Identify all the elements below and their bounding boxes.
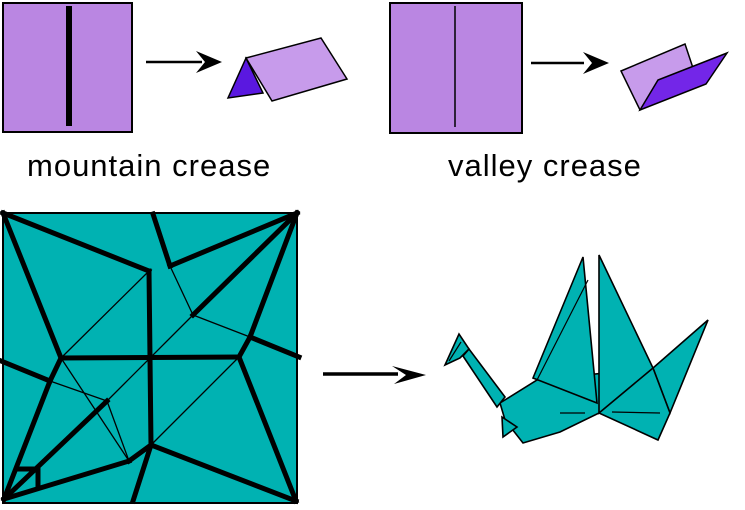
- mountain-crease-line: [0, 209, 65, 362]
- crane-right-wing: [598, 254, 654, 415]
- valley-crease-line: [60, 270, 150, 359]
- mountain-crease-line: [0, 209, 153, 275]
- mountain-crease-line: [46, 354, 65, 385]
- crane-crease-mark: [448, 341, 462, 362]
- fold-arrow-head: [392, 366, 426, 384]
- mountain-crease-line: [149, 210, 174, 270]
- tent-roof-face: [244, 37, 349, 102]
- valley-square: [389, 2, 523, 134]
- mountain-crease-line: [0, 397, 111, 503]
- valley-crease-line: [150, 356, 240, 446]
- valley-fold-right-face: [638, 51, 729, 112]
- mountain-crease-line: [147, 441, 300, 505]
- crane-crease-mark: [611, 411, 661, 414]
- crane-crease-mark: [536, 279, 589, 381]
- mountain-crease-line: [246, 333, 303, 361]
- mountain-crease-line: [0, 377, 54, 503]
- mountain-crease-line: [129, 441, 155, 505]
- valley-crease-label: valley crease: [448, 148, 642, 183]
- mountain-crease-line: [235, 353, 300, 505]
- valley-crease-line: [169, 265, 194, 316]
- mountain-crease-line: [146, 268, 154, 448]
- mountain-crease-label: mountain crease: [27, 148, 272, 183]
- mountain-crease-line: [0, 457, 133, 503]
- mountain-arrow-head: [196, 51, 222, 73]
- mountain-crease-line: [125, 441, 155, 465]
- tent-end-face: [226, 56, 265, 99]
- valley-crease-line: [49, 380, 108, 402]
- crane-left-wing: [531, 256, 598, 405]
- valley-crease-line: [192, 314, 251, 338]
- crane-foot: [501, 415, 519, 439]
- crane-neck: [461, 347, 507, 409]
- mountain-crease-line: [189, 209, 301, 319]
- mountain-crease-line: [166, 209, 301, 270]
- mountain-crease-line: [246, 209, 301, 341]
- mountain-crease-line: [235, 333, 254, 361]
- valley-crease-line: [106, 400, 130, 462]
- mountain-crease-line: [0, 357, 54, 385]
- valley-arrow-head: [583, 52, 609, 74]
